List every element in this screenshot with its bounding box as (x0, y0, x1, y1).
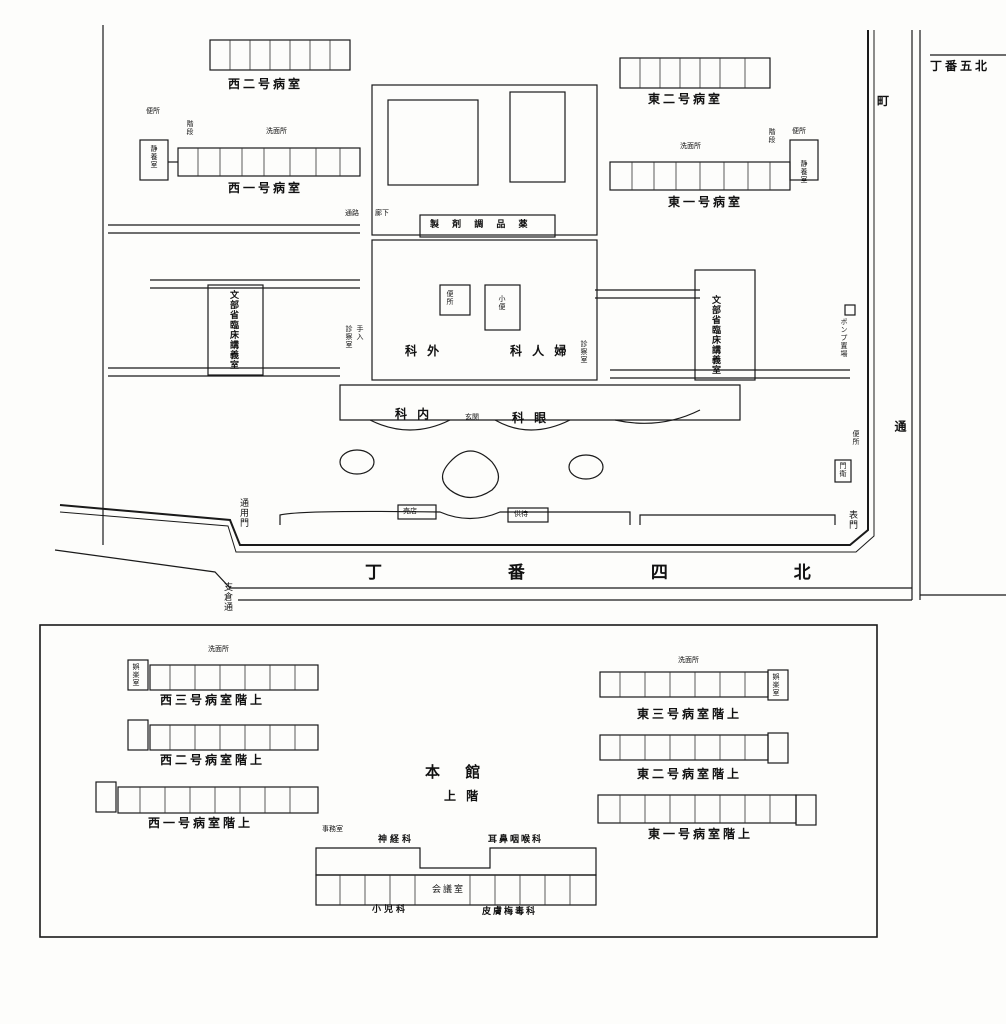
recreation-room-west-label: 娯楽室 (132, 663, 140, 687)
office-label: 事務室 (322, 825, 343, 833)
lecture-hall-west-label: 文部省臨床講義室 (228, 290, 238, 370)
ward-label-west-2: 西二号病室 (228, 77, 304, 91)
pharmacy-label: 製 剤 調 品 薬 (430, 220, 533, 230)
entry-west-label: 手入 (356, 325, 364, 341)
lavatory-east-label: 便所 (792, 127, 806, 135)
waiting-label: 供待 (514, 510, 528, 518)
vestibule-label: 玄関 (465, 413, 479, 421)
road-label: 通路 (345, 209, 359, 217)
shop-label: 売店 (403, 507, 417, 515)
stair-east-label: 階段 (768, 128, 776, 144)
east-lavatory-label: 便所 (852, 430, 860, 446)
quiet-room-east-label: 静養室 (800, 160, 808, 184)
conference-room-label: 会議室 (432, 885, 466, 895)
wash-room-west-label: 洗面所 (266, 127, 287, 135)
ward-label-east-1: 東一号病室 (668, 195, 744, 209)
clinic-west-label: 診察室 (345, 325, 353, 349)
gynecology-label: 科 人 婦 (510, 344, 570, 358)
guard-label: 門衛 (839, 462, 847, 478)
wash-room-east-label: 洗面所 (680, 142, 701, 150)
upstairs-ward-e2: 東二号病室階上 (637, 767, 743, 781)
recreation-room-east-label: 娯楽室 (772, 673, 780, 697)
upstairs-wash-east-label: 洗面所 (678, 656, 699, 664)
quiet-room-west-label: 静養室 (150, 145, 158, 169)
street-label-east-top: 丁番五北 (930, 59, 991, 73)
street-label-south: 丁 番 四 北 (365, 563, 871, 583)
upstairs-ward-w3: 西三号病室階上 (160, 693, 266, 707)
ophthalmology-label: 科 眼 (512, 411, 550, 425)
lavatory-west-label: 便所 (146, 107, 160, 115)
clinic-east-label: 診察室 (580, 340, 588, 364)
upstairs-ward-w1: 西一号病室階上 (148, 816, 254, 830)
upstairs-ward-e3: 東三号病室階上 (637, 707, 743, 721)
street-label-east-char: 町 (877, 94, 893, 108)
upstairs-subtitle: 上 階 (444, 789, 482, 803)
west-service-gate: 通用門 (238, 498, 248, 528)
upstairs-wash-west-label: 洗面所 (208, 645, 229, 653)
central-urinal-label: 小便 (498, 295, 506, 311)
street-label-sw: 支倉通 (222, 582, 232, 612)
lecture-hall-east-label: 文部省臨床講義室 (710, 295, 720, 375)
neurology-label: 神経科 (378, 835, 415, 845)
ward-label-east-2: 東二号病室 (648, 92, 724, 106)
ward-label-west-1: 西一号病室 (228, 181, 304, 195)
central-lavatory-label: 便所 (446, 290, 454, 306)
internal-medicine-label: 科 内 (395, 407, 433, 421)
ent-label: 耳鼻咽喉科 (488, 835, 544, 845)
upstairs-title: 本 館 (425, 763, 491, 781)
pump-shed-label: ポンプ置場 (840, 318, 848, 358)
upstairs-ward-w2: 西二号病室階上 (160, 753, 266, 767)
pediatrics-label: 小児科 (372, 905, 409, 915)
corridor-label: 廊下 (375, 209, 389, 217)
dermatology-label: 皮膚梅毒科 (482, 907, 538, 917)
upstairs-ward-e1: 東一号病室階上 (648, 827, 754, 841)
surgery-label: 科 外 (405, 344, 443, 358)
east-main-gate: 表門 (847, 510, 857, 530)
street-label-east-vertical: 通 (893, 420, 907, 435)
stair-west-label: 階段 (186, 120, 194, 136)
